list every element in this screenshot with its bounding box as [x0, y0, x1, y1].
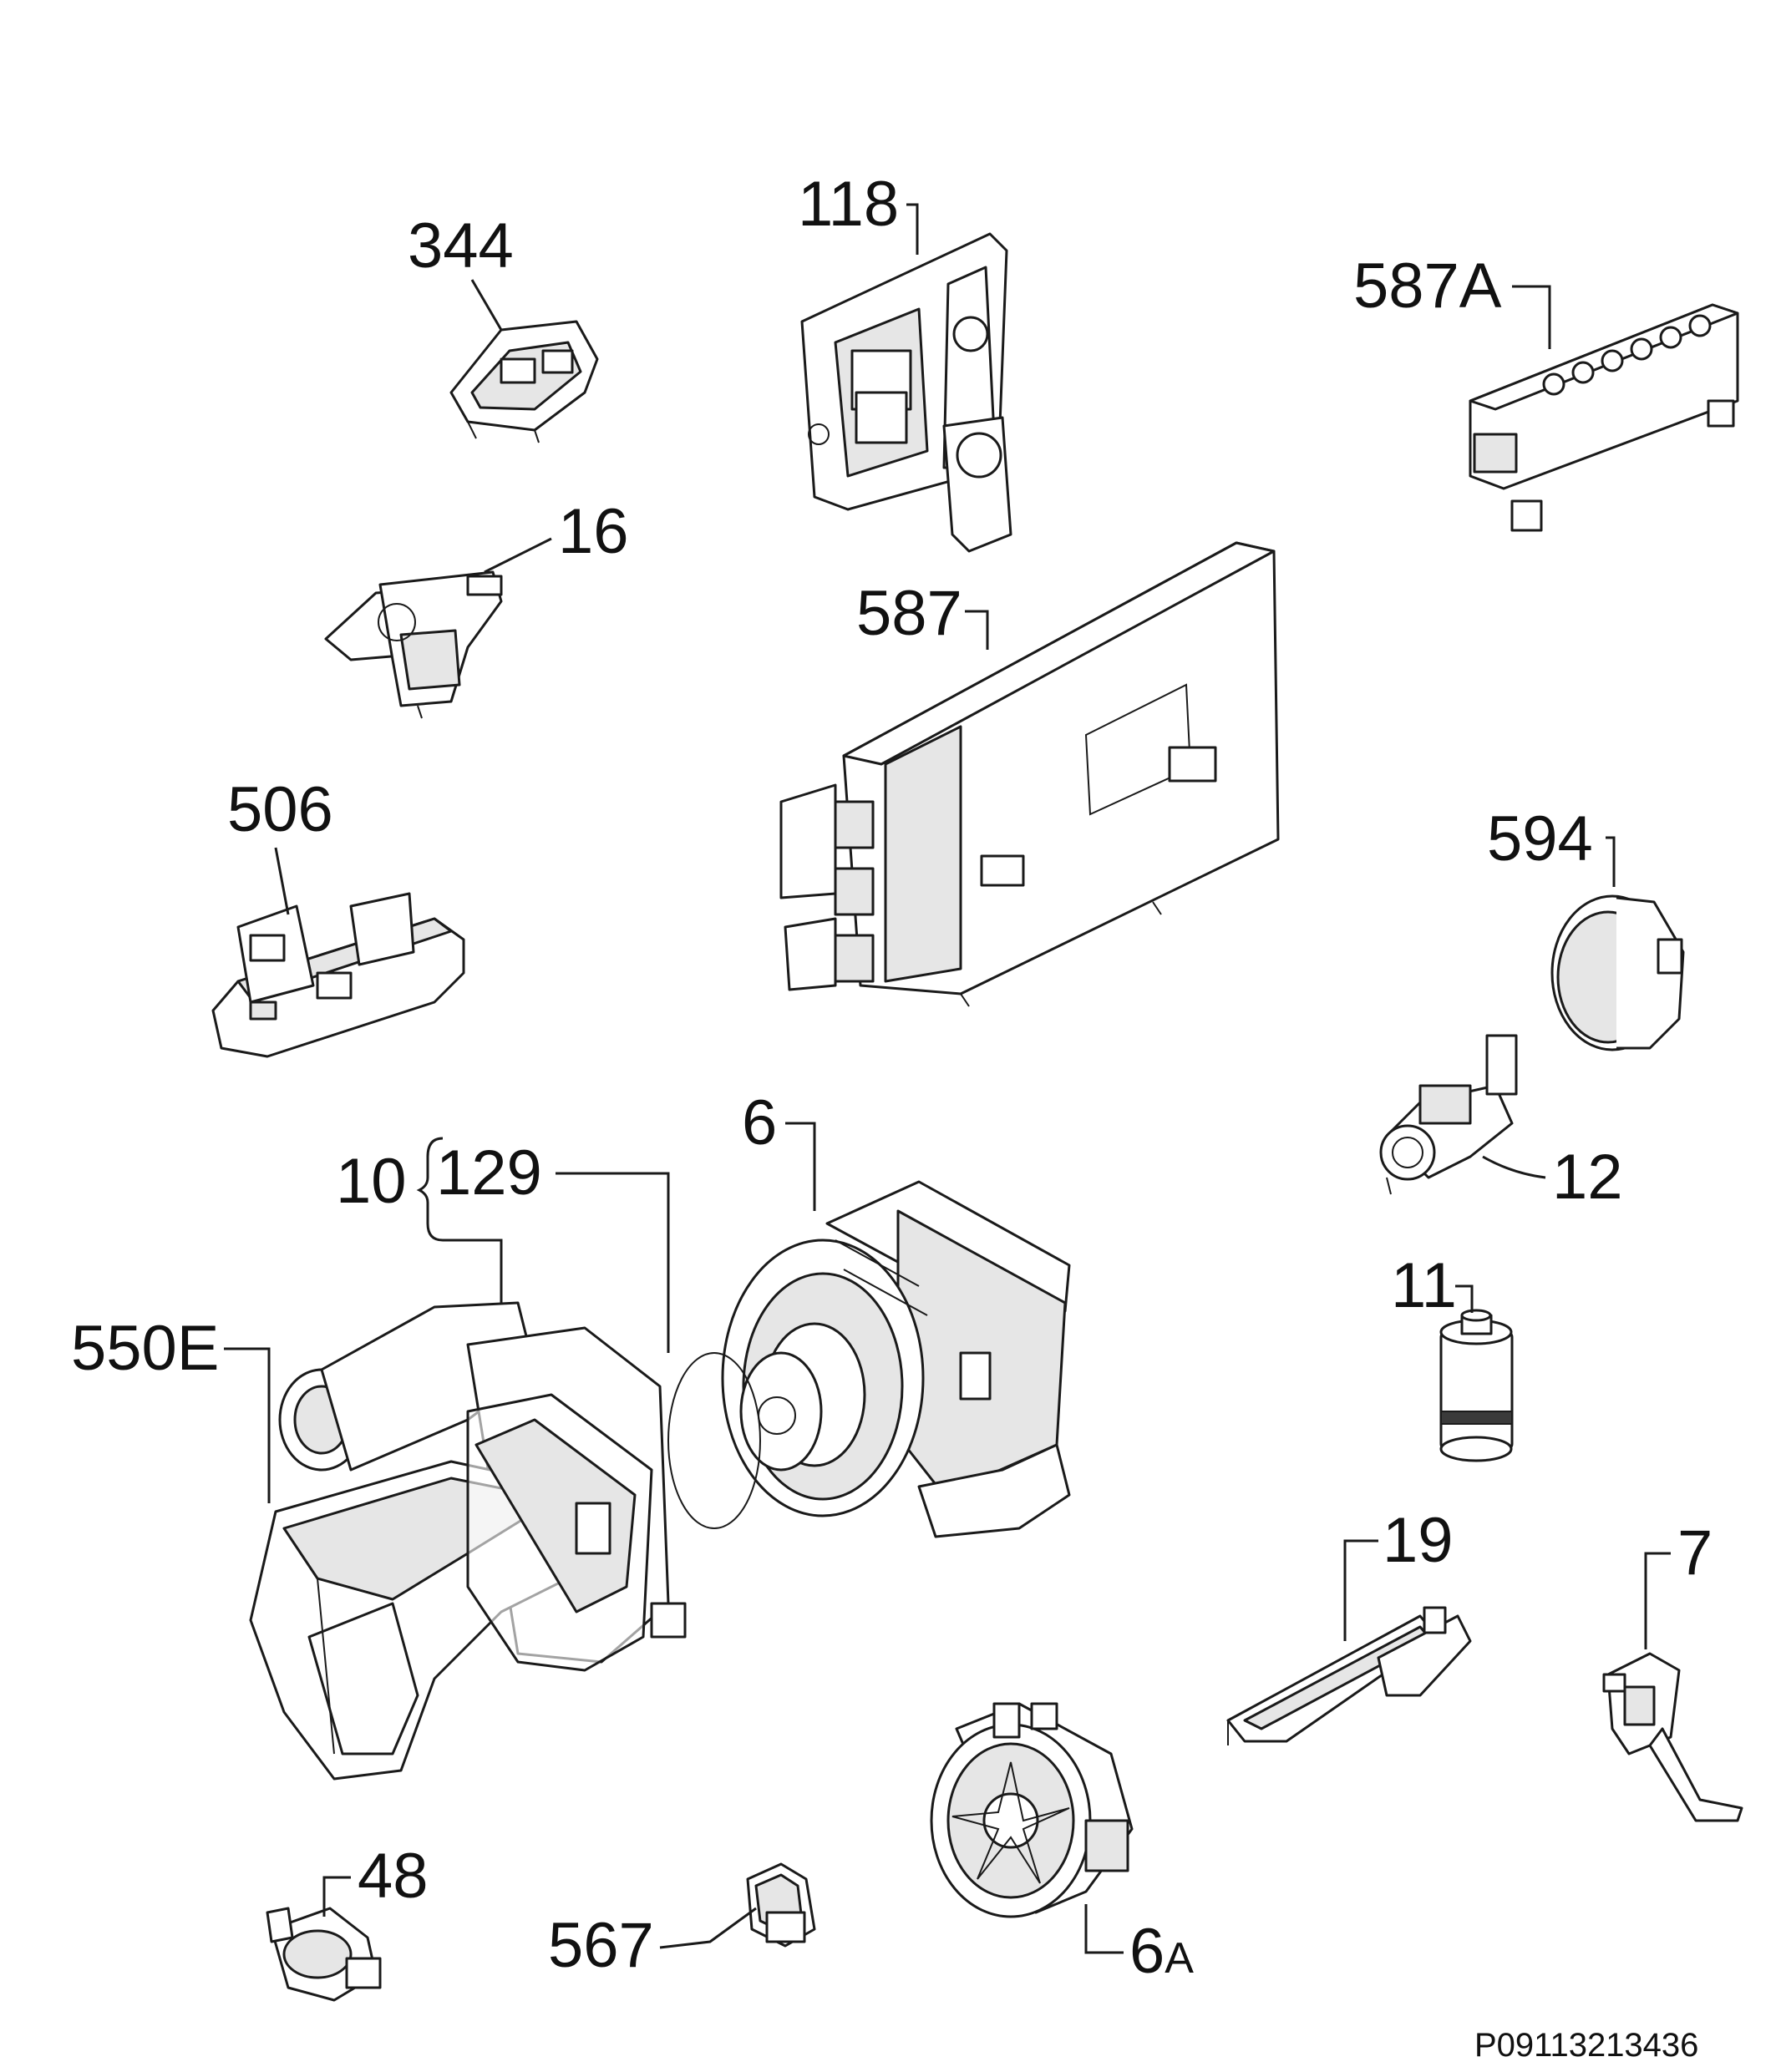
label-587: 587 [856, 578, 962, 649]
part-12-drawing[interactable] [1379, 1034, 1518, 1195]
leader-550E [224, 1347, 271, 1503]
bracket-10 [416, 1137, 444, 1242]
leader-594 [1606, 836, 1616, 887]
part-6A-drawing[interactable] [930, 1702, 1134, 1918]
part-118-drawing[interactable] [800, 232, 1012, 553]
leader-10 [443, 1239, 503, 1307]
part-587-drawing[interactable] [779, 541, 1280, 1007]
part-19-drawing[interactable] [1226, 1606, 1472, 1745]
leader-129 [556, 1172, 670, 1353]
part-6-drawing[interactable] [721, 1180, 1071, 1538]
leader-506 [274, 847, 290, 915]
part-48-drawing[interactable] [266, 1907, 382, 2002]
label-550E: 550E [71, 1313, 220, 1384]
part-594-drawing[interactable] [1550, 894, 1685, 1051]
leader-11 [1455, 1284, 1474, 1313]
label-19: 19 [1383, 1505, 1454, 1576]
part-587A-drawing[interactable] [1469, 303, 1739, 532]
leader-7 [1644, 1552, 1671, 1649]
part-344-drawing[interactable] [449, 320, 599, 443]
part-16-drawing[interactable] [324, 570, 503, 719]
part-506-drawing[interactable] [211, 892, 465, 1058]
label-567: 567 [548, 1910, 654, 1981]
label-7: 7 [1677, 1517, 1713, 1588]
label-118: 118 [798, 169, 899, 240]
label-48: 48 [358, 1841, 429, 1912]
label-344: 344 [408, 210, 514, 281]
label-11: 11 [1391, 1250, 1457, 1321]
label-587A: 587A [1353, 251, 1502, 322]
part-7-drawing[interactable] [1602, 1652, 1743, 1822]
leader-16 [484, 537, 552, 574]
leader-12 [1482, 1155, 1546, 1179]
leader-6A [1084, 1904, 1124, 1954]
label-6A: 6A [1129, 1916, 1194, 1987]
leader-48 [322, 1876, 351, 1917]
leader-567 [659, 1907, 757, 1949]
document-code: P09113213436 [1474, 2027, 1698, 2064]
leader-344 [470, 279, 503, 331]
label-129: 129 [436, 1137, 542, 1208]
label-6: 6 [742, 1087, 777, 1158]
label-16: 16 [558, 496, 629, 567]
part-567-drawing[interactable] [746, 1862, 816, 1948]
part-129-drawing[interactable] [667, 1352, 761, 1529]
label-12: 12 [1552, 1142, 1623, 1213]
leader-6 [785, 1122, 816, 1211]
label-10: 10 [336, 1146, 407, 1217]
leader-587A [1512, 285, 1551, 349]
label-594: 594 [1487, 803, 1593, 874]
part-550E-drawing[interactable] [249, 1301, 687, 1781]
leader-118 [906, 203, 919, 255]
leader-587 [965, 610, 989, 650]
part-11-drawing[interactable] [1439, 1309, 1514, 1462]
label-506: 506 [227, 774, 333, 845]
leader-19 [1343, 1539, 1378, 1641]
